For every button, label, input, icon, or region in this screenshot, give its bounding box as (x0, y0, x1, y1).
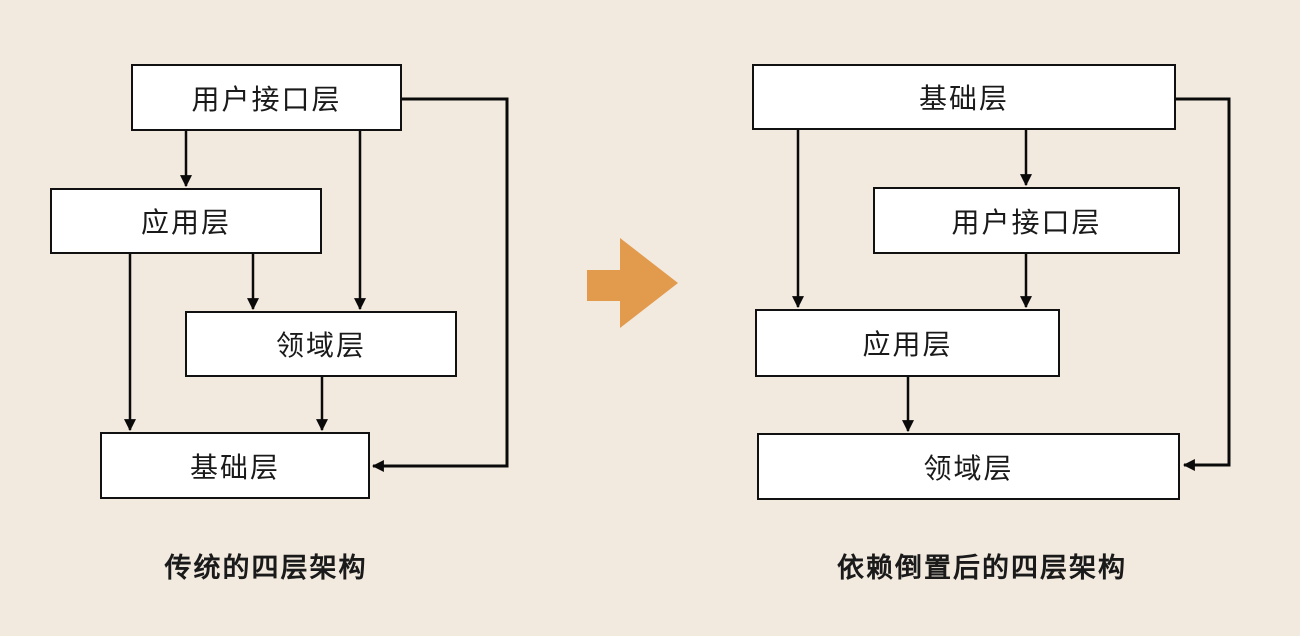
node-right-domain-layer: 领域层 (757, 433, 1180, 500)
left-diagram-caption: 传统的四层架构 (164, 552, 368, 583)
node-left-domain-layer: 领域层 (185, 311, 457, 377)
node-left-infrastructure-layer: 基础层 (100, 432, 370, 499)
node-right-ui-layer: 用户接口层 (873, 187, 1180, 254)
arrow-left-ui-to-infrastructure-loop (371, 97, 509, 472)
node-right-infrastructure-layer: 基础层 (752, 64, 1176, 130)
right-diagram-caption: 依赖倒置后的四层架构 (837, 552, 1127, 583)
arrow-right-infrastructure-to-domain-loop (1176, 97, 1231, 471)
node-left-application-layer: 应用层 (50, 188, 322, 254)
transform-right-arrow-icon (587, 238, 678, 328)
node-right-application-layer: 应用层 (755, 309, 1060, 377)
node-left-ui-layer: 用户接口层 (131, 64, 402, 131)
